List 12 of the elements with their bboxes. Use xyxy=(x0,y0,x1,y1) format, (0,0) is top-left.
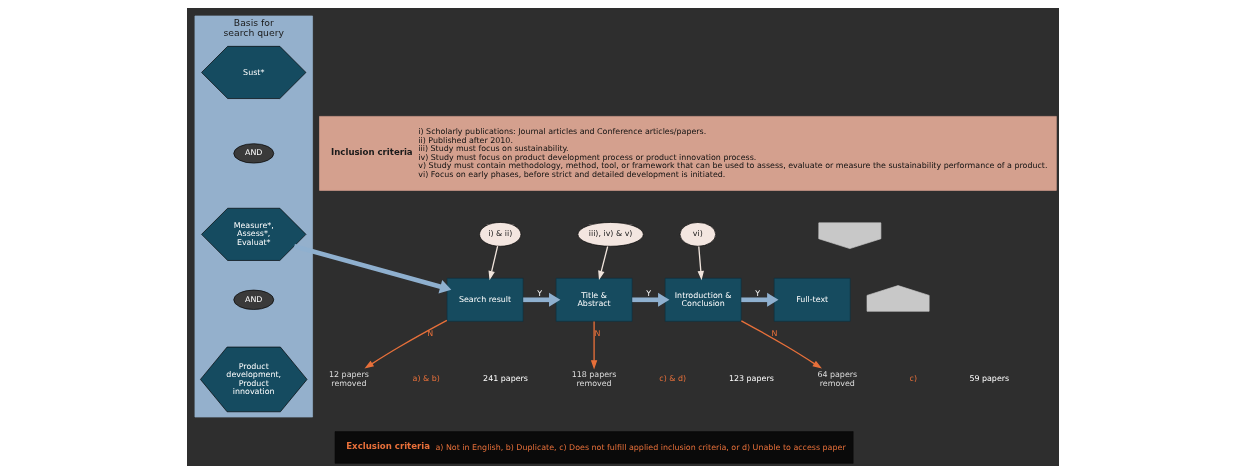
arrow xyxy=(697,245,704,281)
arrow xyxy=(364,319,448,369)
arrow xyxy=(631,292,669,307)
arrow xyxy=(522,292,560,307)
node-pentagon xyxy=(817,222,881,249)
arrow xyxy=(740,320,822,369)
arrow xyxy=(590,320,597,370)
node-pentagon xyxy=(866,285,929,312)
arrow xyxy=(597,245,608,281)
arrow xyxy=(293,244,451,294)
arrow xyxy=(740,292,778,307)
arrow xyxy=(488,245,498,281)
